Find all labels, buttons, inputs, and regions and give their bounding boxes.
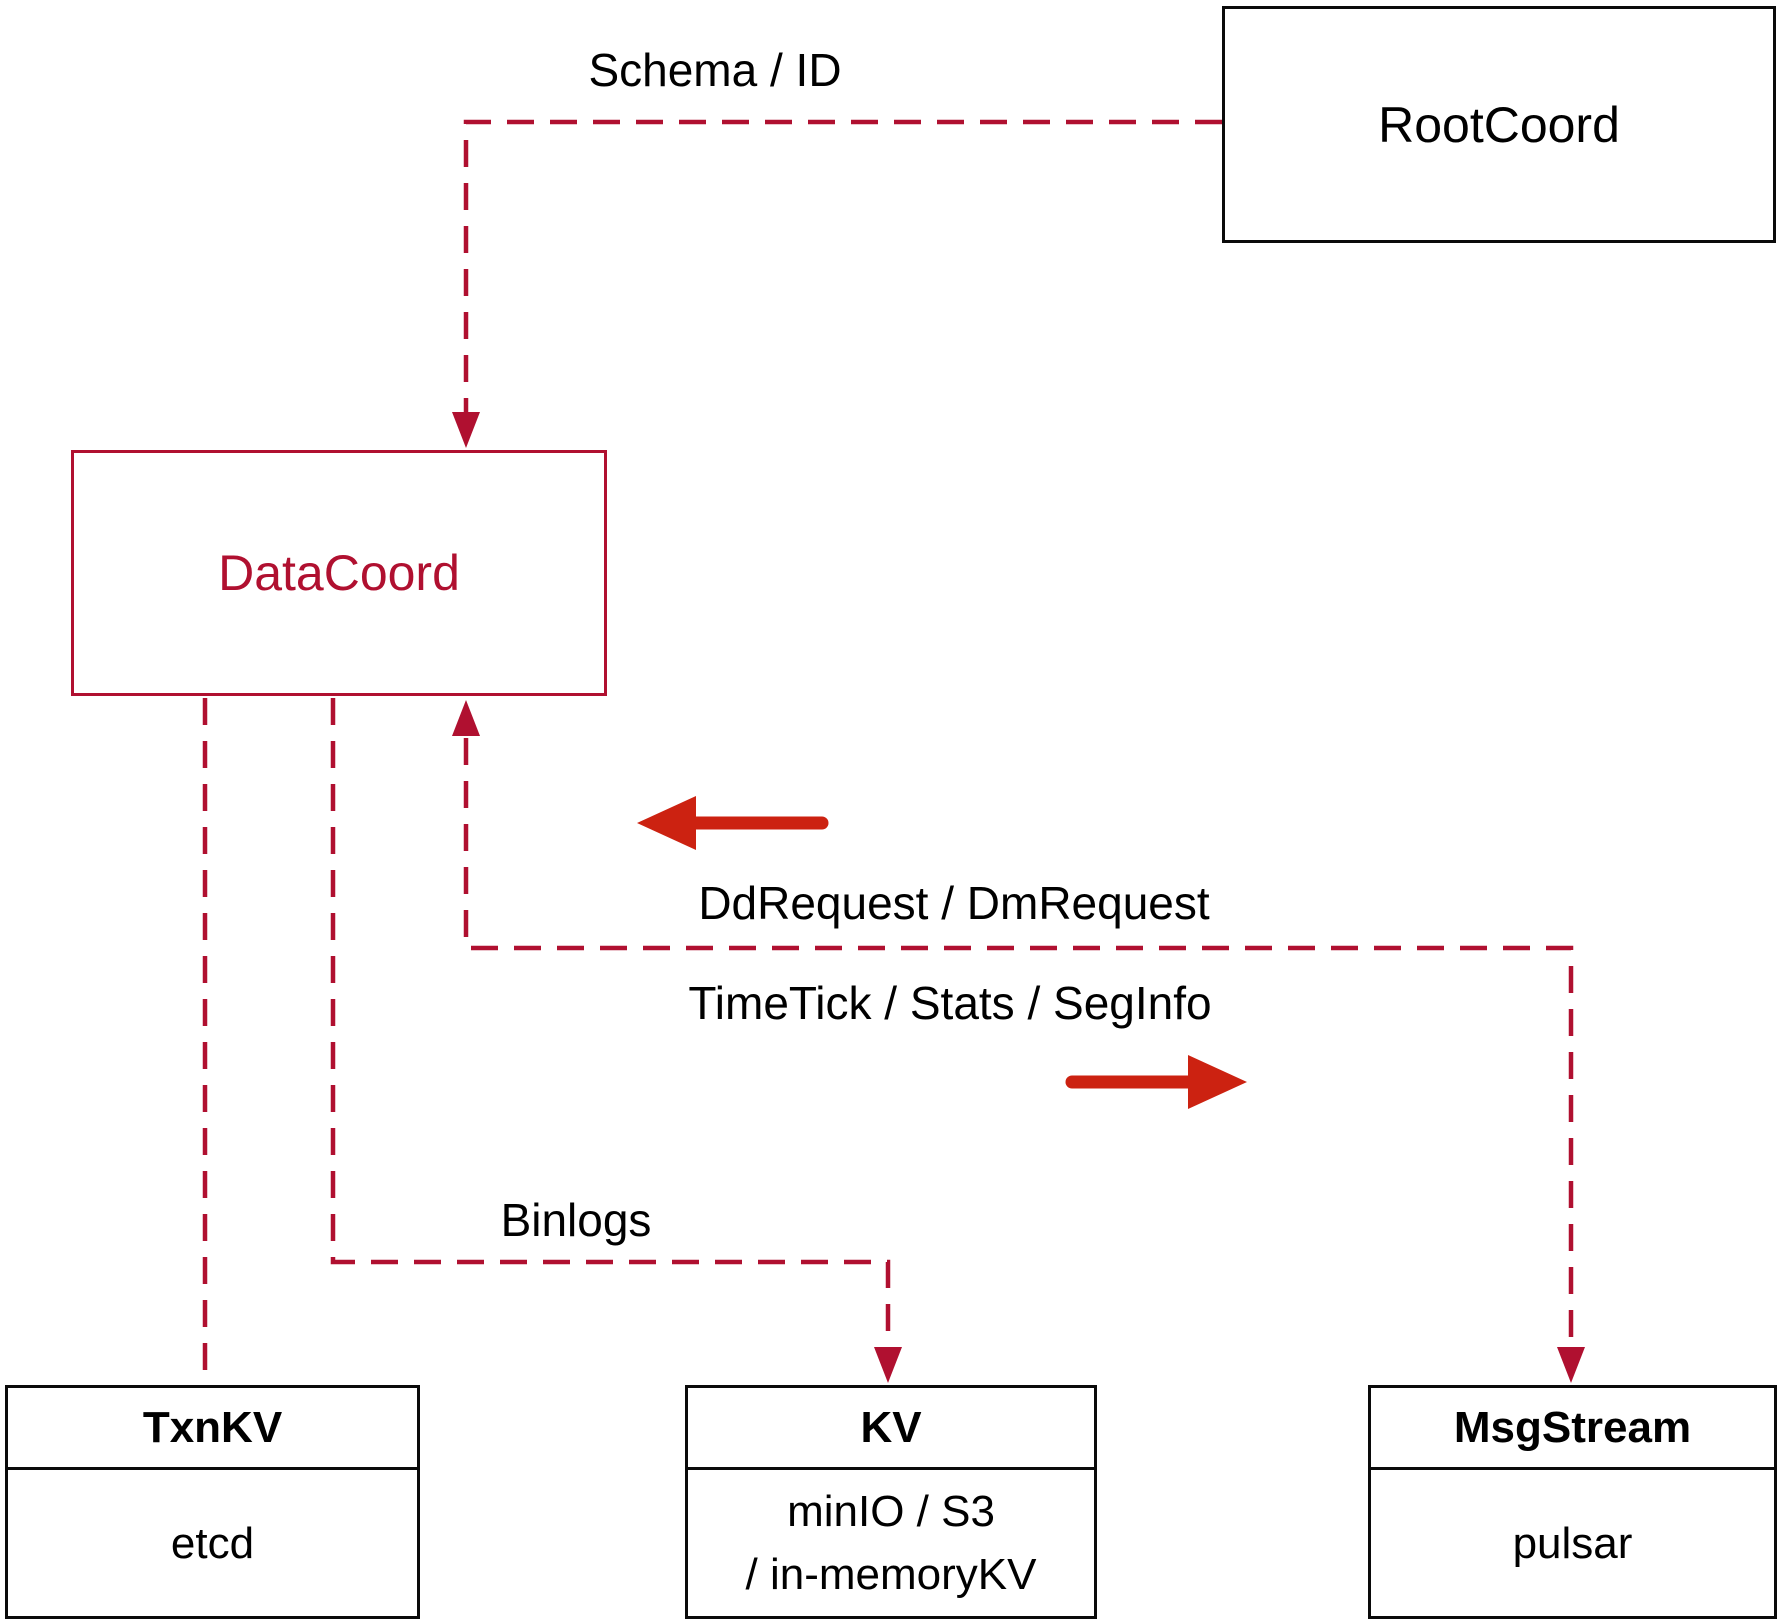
schema-id-edge-label: Schema / ID (588, 44, 842, 96)
txnkv-title: TxnKV (8, 1388, 417, 1470)
txnkv-impl-label: etcd (170, 1518, 255, 1568)
txnkv-node: TxnKV etcd (5, 1385, 420, 1619)
rootcoord-label: RootCoord (1378, 96, 1620, 153)
arrowhead-down-datacoord-top-icon (452, 412, 480, 448)
msgstream-title: MsgStream (1371, 1388, 1774, 1470)
timetick-edge-label: TimeTick / Stats / SegInfo (688, 977, 1212, 1029)
kv-impl-line1: minIO / S3 (787, 1487, 995, 1536)
datacoord-node: DataCoord (71, 450, 607, 696)
msgstream-impl-label: pulsar (1512, 1518, 1633, 1568)
binlogs-edge-label: Binlogs (500, 1194, 652, 1246)
rootcoord-node: RootCoord (1222, 6, 1776, 243)
left-direction-arrow-icon (637, 796, 829, 850)
dd-dm-timetick-connector (452, 700, 1585, 1383)
arrowhead-up-datacoord-bottom-icon (452, 700, 480, 736)
kv-title: KV (688, 1388, 1094, 1470)
datacoord-label: DataCoord (218, 545, 460, 601)
schema-id-connector (452, 119, 1222, 448)
kv-impl-line2: / in-memoryKV (745, 1550, 1037, 1599)
right-direction-arrow-icon (1065, 1055, 1247, 1109)
kv-node: KV minIO / S3 / in-memoryKV (685, 1385, 1097, 1619)
binlogs-connector (330, 698, 902, 1383)
msgstream-node: MsgStream pulsar (1368, 1385, 1777, 1619)
arrowhead-down-kv-icon (874, 1347, 902, 1383)
arrowhead-down-msgstream-icon (1557, 1347, 1585, 1383)
dd-dm-edge-label: DdRequest / DmRequest (698, 877, 1210, 929)
